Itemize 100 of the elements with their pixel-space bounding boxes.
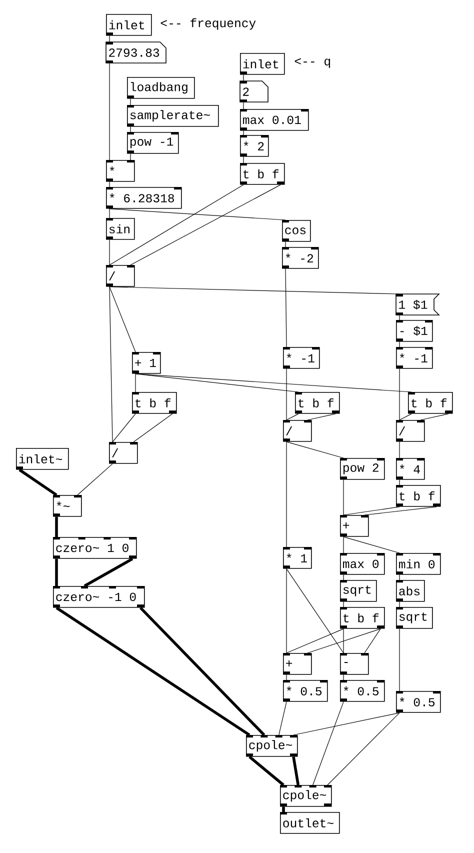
patch-cord <box>130 184 281 266</box>
patch-cord <box>243 102 244 110</box>
patch-cord <box>109 208 110 218</box>
object-box: * 6.28318 <box>106 187 182 209</box>
object-box: inlet <box>240 53 285 75</box>
patch-cord <box>292 756 300 786</box>
object-box: / <box>109 442 138 464</box>
comment: <-- frequency <box>160 18 256 30</box>
object-box: * 2 <box>240 135 269 157</box>
patch-cord <box>343 602 344 608</box>
object-box: sqrt <box>340 580 377 602</box>
patch-cord <box>130 98 131 106</box>
message-box: 1 $1 <box>396 294 440 316</box>
patch-cord <box>18 468 58 496</box>
patch-cord <box>399 442 400 458</box>
object-box: / <box>106 265 135 287</box>
patch-cord <box>243 156 244 164</box>
patch-cord <box>343 506 400 516</box>
object-box: max 0 <box>340 553 385 575</box>
patch-cord <box>286 674 287 680</box>
patch-cord <box>364 628 381 654</box>
patch-cord <box>399 414 412 420</box>
patch-cord <box>399 368 400 420</box>
object-box: - <box>340 653 369 675</box>
object-box: inlet~ <box>16 448 69 470</box>
patch-cord <box>399 342 400 348</box>
object-box: t b f <box>295 392 340 414</box>
object-box: inlet <box>106 14 152 36</box>
object-box: * 0.5 <box>283 680 328 702</box>
patch-cord <box>399 574 400 580</box>
object-box: t b f <box>396 485 441 507</box>
patch-cord <box>420 414 449 420</box>
patch-cord <box>286 568 344 654</box>
patch-cord <box>343 536 400 554</box>
patch-cord <box>399 315 400 320</box>
patch-cord <box>307 628 381 654</box>
patch-cord <box>109 240 110 266</box>
patch-cord <box>55 558 58 586</box>
patch-cord <box>286 368 287 420</box>
object-box: czero~ 1 0 <box>53 537 137 559</box>
object-box: / <box>396 420 425 442</box>
patch-cord <box>282 806 285 812</box>
patch-cord <box>109 208 286 220</box>
object-box: + 1 <box>132 352 161 374</box>
object-box: loadbang <box>127 77 195 99</box>
object-box: * -2 <box>282 247 319 269</box>
patch-cord <box>248 756 284 786</box>
patch-cord <box>286 442 344 458</box>
object-box: outlet~ <box>280 812 340 834</box>
object-box: * 1 <box>283 547 312 569</box>
object-box: pow -1 <box>127 132 179 154</box>
object-box: - $1 <box>396 320 433 342</box>
object-box: * 0.5 <box>340 680 385 702</box>
patch-cord <box>109 286 400 294</box>
patch-cord <box>56 606 250 736</box>
patch-cord <box>343 536 344 554</box>
object-box: * 0.5 <box>396 691 441 713</box>
patch-cord <box>399 628 400 692</box>
patch-cord <box>77 464 113 496</box>
patch-cord <box>293 712 400 736</box>
object-box: cpole~ <box>280 785 332 807</box>
patch-cord <box>140 606 266 736</box>
object-box: max 0.01 <box>240 109 309 131</box>
patch-cord <box>285 268 287 348</box>
patch-cord <box>399 480 400 486</box>
patch-cord <box>130 126 131 132</box>
object-box: sqrt <box>396 607 433 629</box>
object-box: czero~ -1 0 <box>53 586 145 608</box>
patch-cord <box>343 628 344 654</box>
patch-cord <box>112 414 136 442</box>
patch-cord <box>109 184 244 266</box>
object-box: t b f <box>340 607 385 629</box>
patch-cord <box>109 286 113 442</box>
patch-cord <box>364 506 437 516</box>
object-box: / <box>283 420 312 442</box>
patch-cord <box>243 74 244 82</box>
patch-cord <box>109 63 110 160</box>
patch-cord <box>84 558 134 588</box>
patch-cord <box>135 374 136 392</box>
patch-cord <box>286 628 344 654</box>
object-box: t b f <box>408 392 453 414</box>
patch-cord <box>399 602 400 608</box>
object-box: * 4 <box>396 458 425 480</box>
patch-cord <box>130 154 131 160</box>
object-box: * -1 <box>283 347 320 369</box>
patch-cord <box>343 574 344 580</box>
patch-cord <box>135 374 412 392</box>
patch-cord <box>109 286 136 352</box>
object-box: min 0 <box>396 553 441 575</box>
patch-cord <box>109 182 110 188</box>
object-box: pow 2 <box>340 458 385 480</box>
object-box: samplerate~ <box>127 105 219 127</box>
patch-cord <box>286 414 299 420</box>
object-box: abs <box>396 580 425 602</box>
patch-cord <box>278 702 287 736</box>
object-box: cpole~ <box>246 735 298 757</box>
patch-cord <box>307 414 336 420</box>
patch-cord <box>343 480 344 516</box>
patch-cord <box>135 374 299 392</box>
patch-cord <box>55 516 58 537</box>
